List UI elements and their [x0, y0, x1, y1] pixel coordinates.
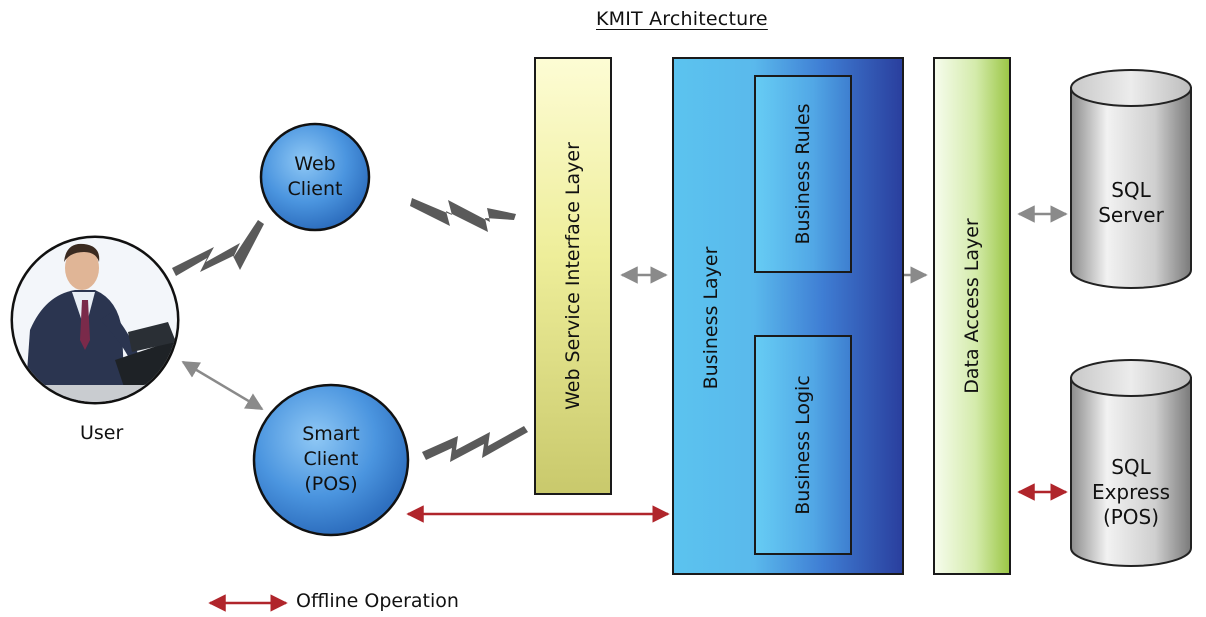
- web-client-label: Web Client: [275, 152, 355, 202]
- business-rules-label: Business Rules: [792, 103, 814, 245]
- wireless-bolt-web-wsi: [410, 198, 516, 232]
- business-logic-label: Business Logic: [792, 375, 814, 515]
- web-client-line2: Client: [287, 178, 343, 200]
- web-client-node: [259, 122, 371, 232]
- sql-server-line1: SQL: [1111, 178, 1151, 202]
- business-layer-label: Business Layer: [700, 246, 722, 390]
- smart-client-line3: (POS): [304, 473, 358, 495]
- web-client-line1: Web: [294, 153, 336, 175]
- sql-express-line2: Express: [1091, 480, 1171, 504]
- web-service-interface-layer: Web Service Interface Layer: [534, 57, 612, 495]
- sql-express-line3: (POS): [1102, 505, 1160, 529]
- sql-server-label: SQL Server: [1071, 178, 1191, 228]
- sql-express-line1: SQL: [1111, 455, 1151, 479]
- sql-server-db: [1070, 69, 1192, 289]
- smart-client-line1: Smart: [302, 423, 360, 445]
- business-rules-box: Business Rules: [754, 75, 852, 273]
- wireless-bolt-user-web: [172, 220, 264, 276]
- smart-client-line2: Client: [303, 448, 359, 470]
- web-service-interface-layer-label: Web Service Interface Layer: [562, 142, 584, 410]
- user-avatar: [10, 235, 180, 405]
- user-label: User: [80, 422, 124, 444]
- sql-express-label: SQL Express (POS): [1071, 455, 1191, 530]
- business-logic-box: Business Logic: [754, 335, 852, 555]
- arrow-user-smart: [181, 360, 264, 411]
- sql-server-line2: Server: [1098, 203, 1164, 227]
- sql-express-db: [1070, 359, 1192, 567]
- wireless-bolt-smart-wsi: [422, 426, 528, 462]
- data-access-layer-label: Data Access Layer: [961, 217, 983, 394]
- diagram-title: KMIT Architecture: [596, 8, 768, 30]
- legend-offline-operation: Offline Operation: [296, 590, 459, 612]
- data-access-layer: Data Access Layer: [933, 57, 1011, 575]
- smart-client-node: [252, 383, 410, 537]
- smart-client-label: Smart Client (POS): [281, 422, 381, 497]
